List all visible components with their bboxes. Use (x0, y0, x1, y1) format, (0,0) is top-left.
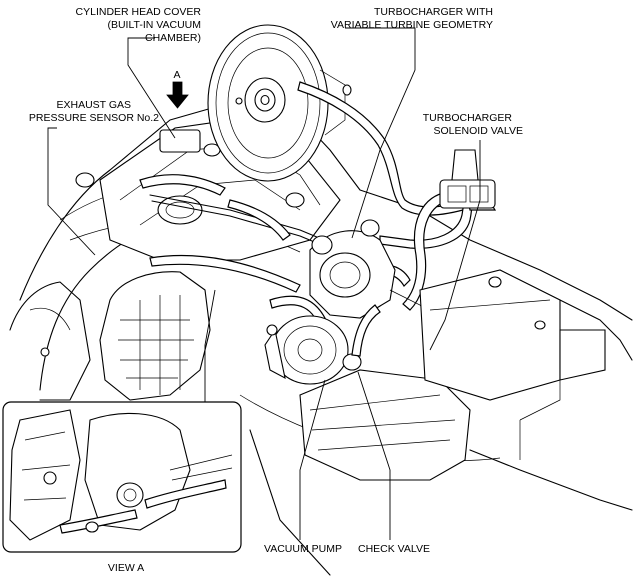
label-cylinder-head-cover: CYLINDER HEAD COVER (BUILT-IN VACUUM CHA… (76, 6, 202, 44)
leader-lines (47, 27, 481, 540)
check-valve (342, 304, 381, 371)
label-exhaust-sensor: EXHAUST GAS PRESSURE SENSOR No.2 (29, 99, 159, 124)
label-turbo-solenoid: TURBOCHARGER SOLENOID VALVE (423, 112, 523, 137)
label-line: PRESSURE SENSOR No.2 (29, 112, 159, 124)
turbo-solenoid-valve (439, 149, 496, 209)
view-a-arrow (166, 81, 189, 109)
label-line: CHAMBER) (145, 32, 201, 44)
label-line: SOLENOID VALVE (434, 125, 523, 137)
label-line: (BUILT-IN VACUUM (107, 19, 201, 31)
label-line: VARIABLE TURBINE GEOMETRY (331, 19, 493, 31)
label-check-valve: CHECK VALVE (358, 543, 430, 555)
label-vacuum-pump: VACUUM PUMP (264, 543, 342, 555)
brake-booster (207, 24, 352, 182)
air-cleaner (299, 269, 606, 481)
turbocharger-vtg (309, 219, 441, 351)
view-a-inset (2, 401, 242, 553)
label-line: EXHAUST GAS (57, 99, 132, 111)
label-line: TURBOCHARGER WITH (374, 6, 493, 18)
vacuum-pump (264, 315, 349, 385)
label-line: CYLINDER HEAD COVER (76, 6, 202, 18)
label-line: TURBOCHARGER (423, 112, 513, 124)
label-turbo-vtg: TURBOCHARGER WITH VARIABLE TURBINE GEOME… (331, 6, 493, 31)
label-view-a: VIEW A (108, 562, 144, 574)
label-view-arrow: A (173, 69, 180, 81)
